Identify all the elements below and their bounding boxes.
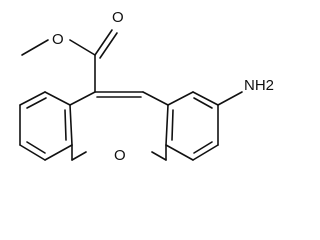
bond-ester-oxygen-to-methyl [21, 39, 49, 56]
amine-label: NH2 [244, 77, 274, 94]
bond-left-ring-5 [44, 144, 73, 161]
bond-right-ring-5 [165, 144, 194, 161]
ring-oxygen-label: O [114, 147, 126, 164]
bond-right-ring-6 [165, 104, 169, 146]
bond-carbonyl-to-ester-oxygen [69, 39, 96, 56]
bond-left-ring-inner-1 [26, 97, 47, 109]
bond-right-ring-inner-1 [193, 97, 213, 109]
bond-c11-right-ring [142, 91, 169, 106]
bond-right-ring-inner-3 [171, 109, 174, 141]
carbonyl-oxygen-label: O [112, 9, 124, 26]
bond-right-ring-2 [192, 91, 219, 106]
bond-left-ring-1 [44, 91, 71, 106]
molecule-canvas: O O O NH2 [19, 8, 275, 164]
bond-carbonyl-to-oxygen-1 [94, 29, 113, 56]
bond-left-ring-2 [19, 91, 46, 106]
bond-left-ring-6 [69, 104, 73, 146]
bond-left-ring-to-oxygen [71, 151, 87, 161]
bond-c10-left-ring [69, 91, 96, 106]
bond-carbonyl-to-oxygen-2 [99, 32, 118, 59]
bond-ring-to-amine [217, 91, 243, 106]
bond-right-ring-inner-2 [193, 141, 213, 154]
bond-right-ring-4 [192, 144, 219, 161]
ester-oxygen-label: O [52, 31, 64, 48]
bond-left-ring-4 [19, 144, 46, 161]
bond-right-ring-to-oxygen [151, 151, 167, 161]
bond-left-ring-inner-2 [26, 141, 46, 154]
bond-right-ring-1 [167, 91, 194, 106]
molecule-structure-diagram: O O O NH2 [19, 9, 274, 164]
bond-left-ring-inner-3 [64, 109, 67, 141]
